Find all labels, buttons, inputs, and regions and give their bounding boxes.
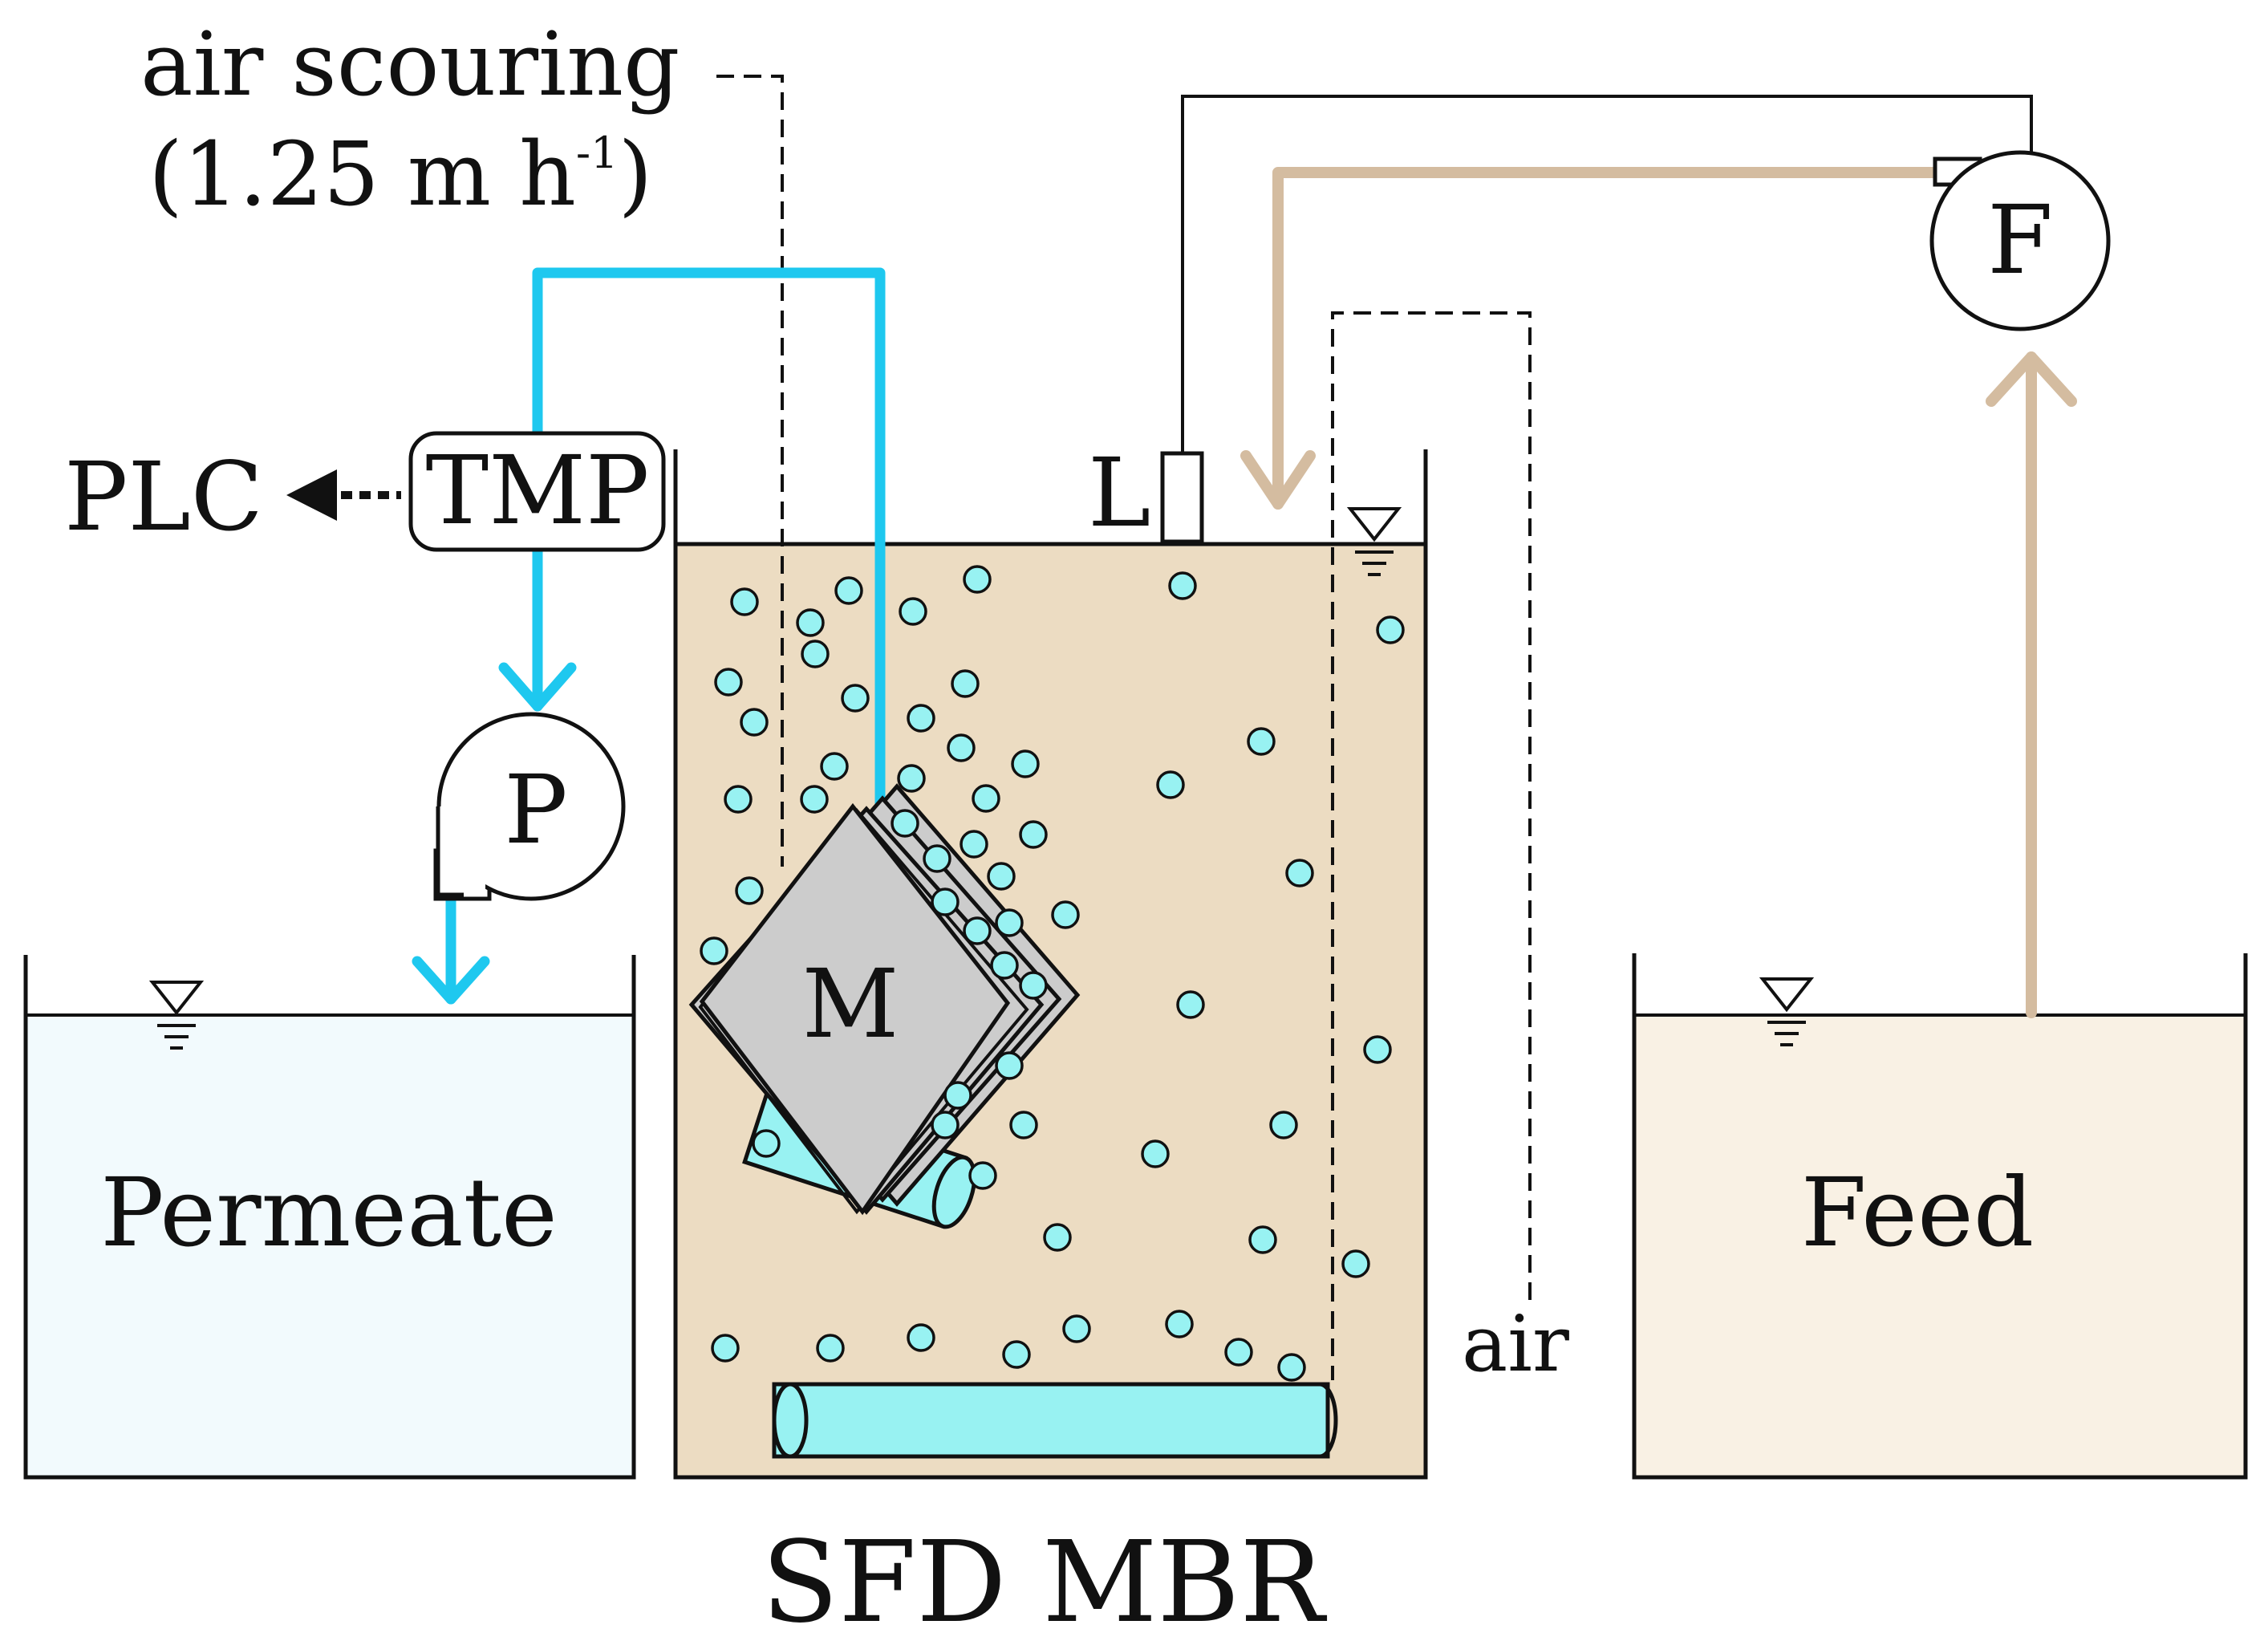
reactor-tank-wall bbox=[673, 449, 1428, 1480]
pump-icon bbox=[1929, 150, 2111, 331]
water-level-triangle-icon bbox=[1759, 977, 1815, 1046]
arrow-icon bbox=[1240, 450, 1316, 510]
membrane-module: M bbox=[688, 783, 1081, 1229]
plc-signal: PLC bbox=[64, 441, 401, 552]
air-scouring-rate-label: (1.25 m h-1) bbox=[148, 123, 652, 225]
arrow-icon bbox=[498, 662, 577, 712]
permeate-tank-liquid bbox=[26, 1015, 634, 1477]
air-scouring-line bbox=[716, 75, 784, 867]
plc-label: PLC bbox=[64, 441, 263, 552]
reactor-title: SFD MBR bbox=[761, 1517, 1327, 1645]
tmp-label: TMP bbox=[426, 435, 650, 546]
arrow-icon bbox=[1986, 351, 2077, 407]
level-control-signal-line bbox=[1181, 95, 2033, 453]
permeate-tank-label: Permeate bbox=[100, 1157, 558, 1268]
feed-tank-label: Feed bbox=[1801, 1157, 2035, 1268]
permeate-pump-label: P bbox=[504, 754, 567, 865]
air-supply-line bbox=[1331, 311, 1532, 1380]
tmp-sensor: TMP bbox=[408, 431, 666, 552]
level-sensor-label: L bbox=[1088, 437, 1150, 548]
permeate-line bbox=[412, 267, 886, 1005]
level-sensor: L bbox=[1088, 437, 1204, 548]
diffuser-pipe-body bbox=[772, 1382, 1330, 1459]
feed-tank bbox=[1632, 953, 2248, 1480]
air-scouring-label: air scouring bbox=[140, 13, 680, 116]
feed-delivery-line bbox=[1272, 167, 1941, 510]
permeate-tank-wall bbox=[23, 955, 636, 1480]
air-bubbles bbox=[700, 565, 1405, 1382]
air-inlet-label: air bbox=[1462, 1299, 1569, 1389]
permeate-tank bbox=[23, 955, 636, 1480]
level-sensor-body bbox=[1160, 451, 1204, 544]
permeate-pump: P bbox=[433, 712, 626, 901]
air-diffuser bbox=[772, 1382, 1338, 1459]
arrow-icon bbox=[286, 469, 337, 521]
permeate-suction-line bbox=[532, 267, 886, 858]
diffuser-pipe-end bbox=[772, 1382, 809, 1459]
arrow-icon bbox=[412, 956, 490, 1005]
tmp-box bbox=[408, 431, 666, 552]
feed-pump-label: F bbox=[1987, 185, 2053, 295]
feed-line bbox=[1240, 167, 2077, 1018]
membrane-label: M bbox=[802, 948, 899, 1059]
water-level-triangle-icon bbox=[148, 981, 205, 1050]
membrane-sheet-front bbox=[699, 802, 1011, 1216]
feed-tank-liquid bbox=[1634, 1015, 2246, 1477]
feed-pump: F bbox=[1929, 150, 2111, 331]
feed-tank-wall bbox=[1632, 953, 2248, 1480]
water-level-triangle-icon bbox=[1346, 507, 1402, 576]
